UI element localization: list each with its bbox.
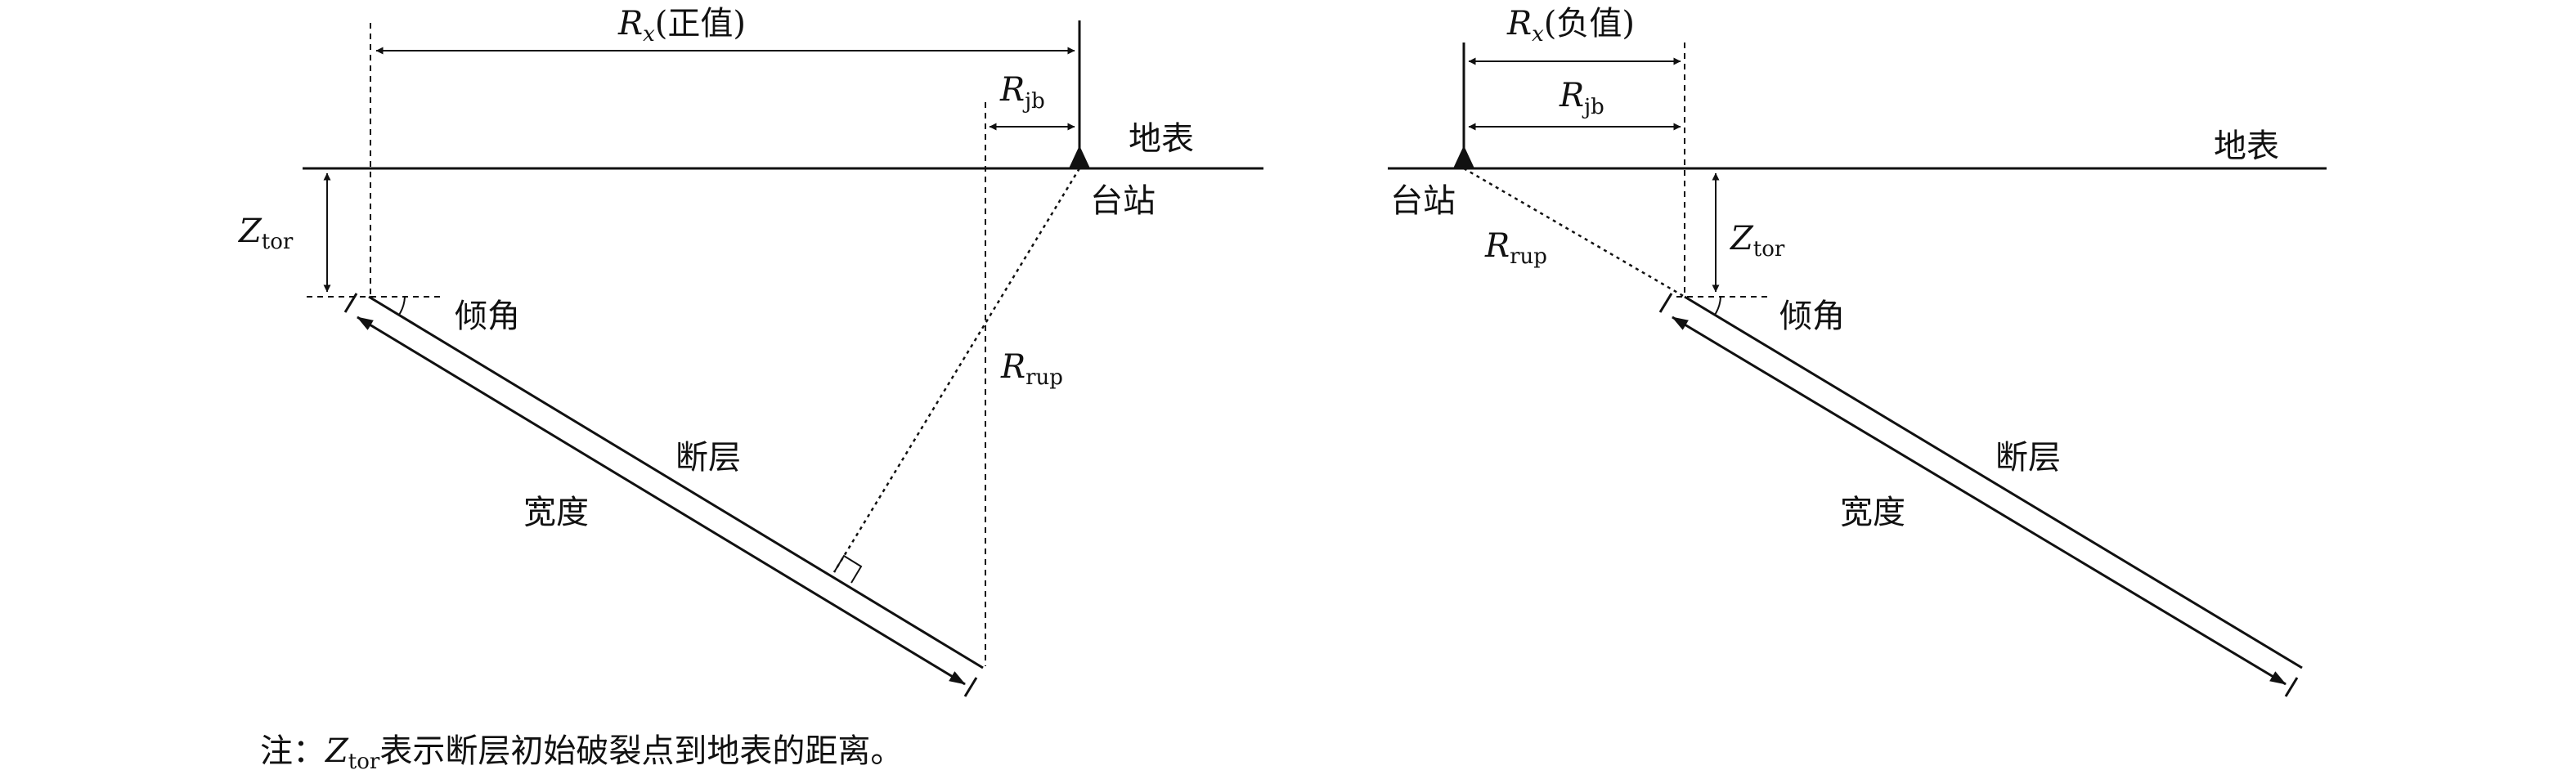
right-rrup-symbol: R xyxy=(1484,227,1510,265)
left-ztor-symbol: Z xyxy=(237,213,263,250)
left-rx-symbol: R xyxy=(617,5,643,43)
right-rrup-sub: rup xyxy=(1510,244,1547,269)
right-rx-note: (负值) xyxy=(1544,5,1635,43)
right-labels: Rx(负值) Rjb 地表 台站 Ztor 倾角 Rrup 断层 宽度 xyxy=(1390,5,2279,531)
left-width-tick-start xyxy=(343,293,358,313)
right-rx-symbol: R xyxy=(1506,5,1532,43)
right-ztor-label: Ztor xyxy=(1729,220,1785,262)
left-rrup-sub: rup xyxy=(1025,365,1063,390)
right-ztor-symbol: Z xyxy=(1729,220,1754,257)
right-station-label: 台站 xyxy=(1390,182,1456,220)
left-rx-label: Rx(正值) xyxy=(617,5,746,47)
left-station-label: 台站 xyxy=(1090,182,1156,220)
left-station-triangle-icon xyxy=(1069,146,1090,168)
left-fault-label: 断层 xyxy=(675,439,741,477)
footnote-symbol: Z xyxy=(324,732,349,770)
right-width-arrow xyxy=(1672,316,2287,686)
right-rrup-line xyxy=(1463,167,1685,298)
left-surface-label: 地表 xyxy=(1129,120,1194,158)
right-ztor-sub: tor xyxy=(1753,237,1785,262)
footnote-sub: tor xyxy=(348,750,380,774)
left-rrup-symbol: R xyxy=(1000,348,1025,386)
right-fault-plane xyxy=(1684,295,2303,669)
left-dip-angle-arc xyxy=(398,296,406,316)
right-rrup-label: Rrup xyxy=(1484,227,1547,269)
right-surface-label: 地表 xyxy=(2214,128,2279,165)
right-width-label: 宽度 xyxy=(1840,494,1905,531)
left-width-label: 宽度 xyxy=(523,494,589,531)
right-rjb-symbol: R xyxy=(1559,77,1584,114)
right-width-tick-end xyxy=(2284,677,2299,697)
left-labels: Rx(正值) Rjb 地表 台站 Ztor 倾角 Rrup 断层 宽度 xyxy=(237,5,1194,531)
left-rx-note: (正值) xyxy=(655,5,746,43)
left-width-arrow xyxy=(357,316,966,686)
right-station-triangle-icon xyxy=(1453,146,1474,168)
footnote: 注：Ztor表示断层初始破裂点到地表的距离。 xyxy=(260,732,903,774)
footnote-text: 表示断层初始破裂点到地表的距离。 xyxy=(379,732,903,770)
left-rrup-line xyxy=(832,168,1081,573)
left-right-angle-mark xyxy=(833,554,863,584)
right-rjb-label: Rjb xyxy=(1559,77,1604,119)
left-fault-plane xyxy=(368,295,984,669)
right-dip-label: 倾角 xyxy=(1779,298,1845,335)
left-ztor-sub: tor xyxy=(262,230,294,254)
left-rjb-symbol: R xyxy=(999,71,1025,109)
left-panel xyxy=(303,20,1263,697)
left-ztor-label: Ztor xyxy=(237,213,294,254)
right-panel xyxy=(1388,43,2327,697)
left-rjb-sub: jb xyxy=(1022,89,1045,114)
right-rx-sub: x xyxy=(1532,22,1544,47)
right-dip-angle-arc xyxy=(1714,296,1721,316)
footnote-prefix: 注： xyxy=(260,732,325,770)
left-rjb-label: Rjb xyxy=(999,71,1045,114)
right-fault-label: 断层 xyxy=(1995,439,2061,477)
left-rrup-label: Rrup xyxy=(1000,348,1063,390)
right-width-tick-start xyxy=(1658,293,1673,313)
left-width-tick-end xyxy=(963,677,978,697)
right-rx-label: Rx(负值) xyxy=(1506,5,1635,47)
left-rx-sub: x xyxy=(643,22,655,47)
left-dip-label: 倾角 xyxy=(455,298,520,335)
right-rjb-sub: jb xyxy=(1582,95,1604,119)
